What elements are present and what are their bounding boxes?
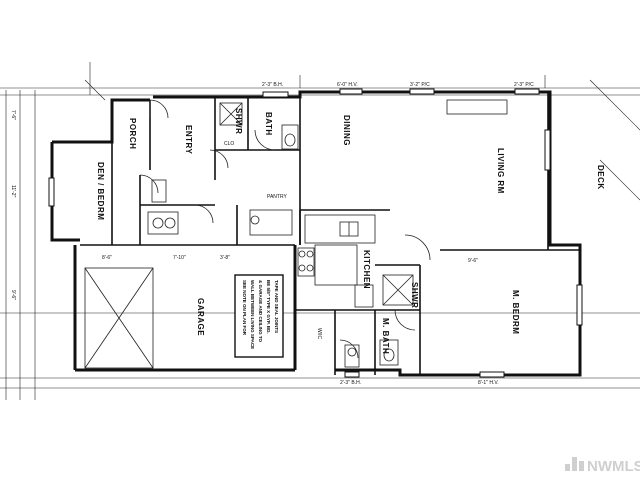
label-clo: CLO [224, 141, 234, 147]
interior-walls [80, 92, 580, 375]
dim-top-1: 2'-3" B.H. [262, 82, 283, 88]
label-entry: ENTRY [184, 125, 193, 154]
dim-garage-3: 3'-8" [220, 255, 230, 261]
dim-left-1: 7'-6" [10, 110, 16, 120]
windows [48, 88, 583, 378]
dim-top-4: 2'-3" P/C [514, 82, 534, 88]
dim-left-2: 11'-2" [10, 185, 16, 198]
label-kitchen: KITCHEN [362, 250, 371, 289]
dim-bottom-2: 8'-1" H.V. [478, 380, 499, 386]
range [297, 247, 315, 277]
dimension-lines [0, 62, 640, 400]
dim-left-3: 9'-6" [10, 290, 16, 300]
label-deck: DECK [596, 165, 605, 190]
shower-lower [382, 274, 414, 306]
label-wic: W/IC [316, 328, 322, 339]
fixtures [147, 99, 508, 368]
tub [249, 209, 293, 236]
label-bath: BATH [264, 112, 273, 136]
label-pantry: PANTRY [267, 194, 287, 200]
shower-top [219, 102, 243, 126]
label-dining: DINING [342, 115, 351, 146]
label-m-bath: M. BATH [381, 318, 390, 354]
garage-drawing [84, 267, 154, 369]
label-garage: GARAGE [196, 298, 205, 336]
watermark-text: NWMLS [587, 458, 640, 475]
dim-bottom-1: 2'-3" B.H. [340, 380, 361, 386]
kitchen-counter [304, 214, 376, 244]
dimension-labels: 2'-3" B.H. 6'-0" H.V. 3'-2" P/C 2'-3" P/… [10, 82, 534, 386]
note-text: SEE NOTE ON PLAN FOR WALL BETWEEN LIVING… [242, 280, 279, 349]
label-porch: PORCH [128, 118, 137, 149]
dim-top-2: 6'-0" H.V. [337, 82, 358, 88]
watermark-icon [565, 457, 584, 471]
label-den: DEN / BEDRM [96, 162, 105, 220]
room-labels: PORCH ENTRY SHWR BATH DINING LIVING RM D… [96, 108, 605, 354]
toilet [281, 124, 299, 150]
m-bath-toilet [344, 344, 360, 368]
label-shwr-lower: SHWR [410, 282, 419, 308]
watermark: NWMLS [565, 457, 640, 475]
fireplace [446, 99, 508, 115]
dim-garage-2: 7'-10" [173, 255, 186, 261]
door-swings [139, 99, 431, 359]
note-line-4: BE 5/8" TYPE X GYP. BD. [266, 280, 271, 334]
note-line-1: SEE NOTE ON PLAN FOR [242, 280, 247, 336]
label-shwr-top: SHWR [234, 108, 243, 134]
dim-garage-1: 8'-6" [102, 255, 112, 261]
label-living: LIVING RM [496, 148, 505, 194]
fridge [354, 284, 374, 308]
note-box [234, 274, 284, 358]
water-heater [151, 179, 167, 203]
exterior-walls [50, 90, 582, 377]
kitchen-island [314, 244, 358, 286]
m-bath-sink [379, 339, 399, 366]
dim-top-3: 3'-2" P/C [410, 82, 430, 88]
note-line-3: & GARAGE AND CEILING TO [258, 280, 263, 343]
note-line-5: TAPE AND SEAL JOINTS [274, 280, 279, 333]
dim-bedrm: 9'-6" [468, 258, 478, 264]
note-line-2: WALL BETWEEN LIVING SPACE [250, 280, 255, 349]
label-m-bedrm: M. BEDRM [511, 290, 520, 334]
washer-dryer [147, 211, 179, 235]
